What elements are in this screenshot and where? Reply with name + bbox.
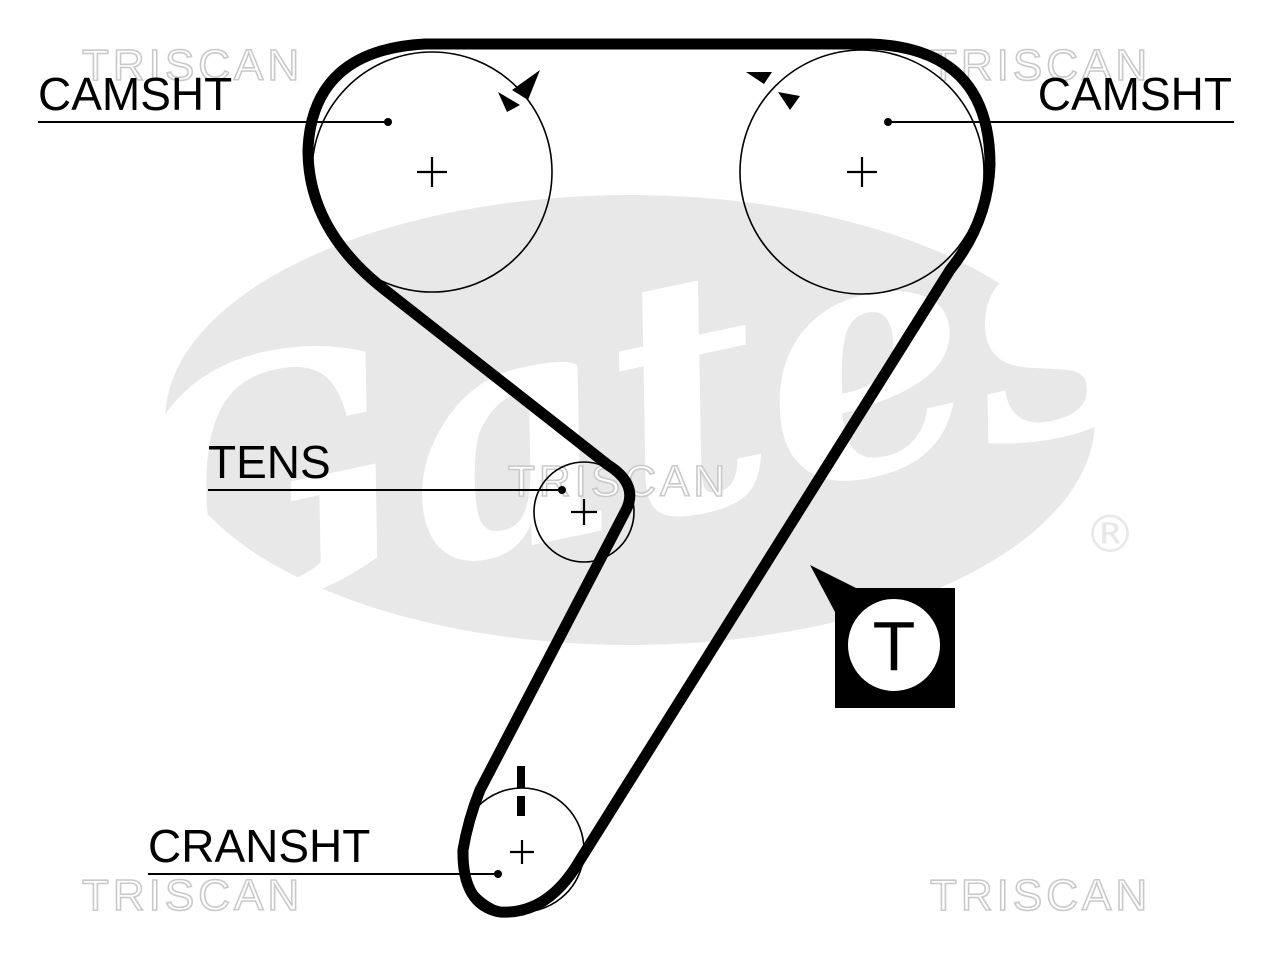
timing-mark-crankshaft	[517, 766, 525, 816]
camshaft-right-center-mark	[847, 157, 877, 187]
tensioner-symbol: T	[810, 565, 955, 708]
watermark-top-left: TRISCAN	[82, 41, 303, 90]
camshaft-right-pulley	[739, 49, 985, 295]
camshaft-left-leader-dot	[384, 118, 392, 126]
crankshaft-label: CRANSHT	[148, 820, 370, 872]
timing-mark-left-camshaft	[498, 70, 540, 112]
timing-mark-right-camshaft	[746, 72, 800, 110]
tensioner-center-mark	[571, 499, 597, 525]
gates-logo: Gates ®	[86, 106, 1188, 703]
registered-trademark-icon: ®	[1084, 505, 1136, 565]
gates-logo-oval	[165, 195, 1095, 645]
tensioner-pulley	[533, 461, 635, 563]
tensioner-leader-dot	[558, 486, 566, 494]
watermark-bottom-right: TRISCAN	[930, 871, 1151, 920]
watermark-bottom-left: TRISCAN	[82, 871, 303, 920]
tensioner-symbol-circle	[844, 595, 944, 695]
camshaft-left-label: CAMSHT	[38, 68, 232, 120]
timing-belt	[302, 38, 996, 918]
crankshaft-leader-dot	[494, 870, 502, 878]
camshaft-left-center-mark	[417, 157, 447, 187]
camshaft-right-leader-dot	[884, 118, 892, 126]
watermark-top-right: TRISCAN	[930, 41, 1151, 90]
tensioner-symbol-letter: T	[873, 607, 916, 685]
crankshaft-center-mark	[510, 840, 534, 864]
watermark-center: TRISCAN	[508, 457, 729, 506]
camshaft-right-label: CAMSHT	[1038, 68, 1232, 120]
tensioner-label: TENS	[208, 436, 331, 488]
